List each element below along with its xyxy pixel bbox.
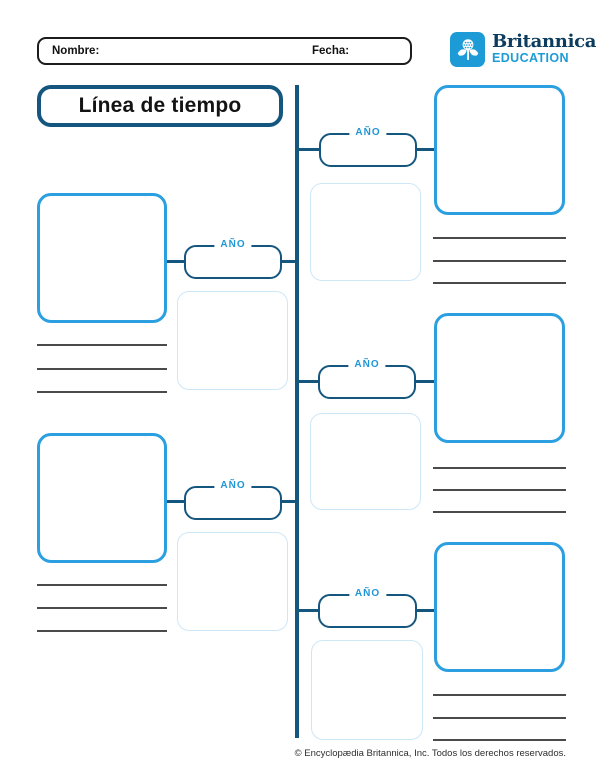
writing-line [37, 344, 167, 346]
logo-wordmark: Britannica EDUCATION [492, 32, 596, 67]
year-field: AÑO [318, 359, 416, 399]
connector-spine-to-year [297, 609, 318, 612]
year-field: AÑO [319, 127, 417, 167]
page-title: Línea de tiempo [78, 94, 242, 117]
connector-year-to-spine [282, 500, 297, 503]
connector-spine-to-year [297, 380, 318, 383]
writing-line [37, 630, 167, 632]
note-box [310, 413, 421, 510]
image-placeholder-box [434, 85, 565, 215]
writing-line [37, 368, 167, 370]
thistle-logo-icon [450, 32, 485, 67]
writing-line [433, 511, 566, 513]
writing-line [433, 467, 566, 469]
copyright-notice: © Encyclopædia Britannica, Inc. Todos lo… [294, 748, 566, 759]
writing-line [433, 237, 566, 239]
name-label: Nombre: [52, 45, 100, 57]
note-box [177, 291, 288, 390]
writing-line [433, 282, 566, 284]
year-field-label: AÑO [214, 480, 252, 491]
note-box [311, 640, 423, 740]
worksheet-title-box: Línea de tiempo [37, 85, 283, 127]
writing-line [433, 717, 566, 719]
writing-line [433, 260, 566, 262]
connector-year-to-image [417, 148, 434, 151]
image-placeholder-box [434, 542, 565, 672]
britannica-logo: Britannica EDUCATION [450, 32, 596, 67]
year-field: AÑO [184, 480, 282, 520]
writing-line [37, 584, 167, 586]
year-field-label: AÑO [348, 359, 386, 370]
writing-line [37, 391, 167, 393]
year-field: AÑO [184, 239, 282, 279]
connector-year-to-spine [282, 260, 297, 263]
year-field-label: AÑO [214, 239, 252, 250]
writing-line [433, 739, 566, 741]
connector-image-to-year [167, 260, 184, 263]
connector-image-to-year [167, 500, 184, 503]
image-placeholder-box [37, 193, 167, 323]
connector-year-to-image [416, 380, 434, 383]
image-placeholder-box [37, 433, 167, 563]
name-date-field-box: Nombre: Fecha: [37, 37, 412, 65]
date-label: Fecha: [312, 45, 350, 57]
writing-line [433, 489, 566, 491]
writing-line [37, 607, 167, 609]
brand-division: EDUCATION [492, 51, 569, 66]
brand-name: Britannica [492, 31, 597, 53]
timeline-spine [295, 85, 299, 738]
writing-line [433, 694, 566, 696]
note-box [177, 532, 288, 631]
image-placeholder-box [434, 313, 565, 443]
connector-year-to-image [417, 609, 434, 612]
note-box [310, 183, 421, 281]
year-field: AÑO [318, 588, 417, 628]
connector-spine-to-year [297, 148, 319, 151]
year-field-label: AÑO [349, 127, 387, 138]
year-field-label: AÑO [348, 588, 387, 599]
